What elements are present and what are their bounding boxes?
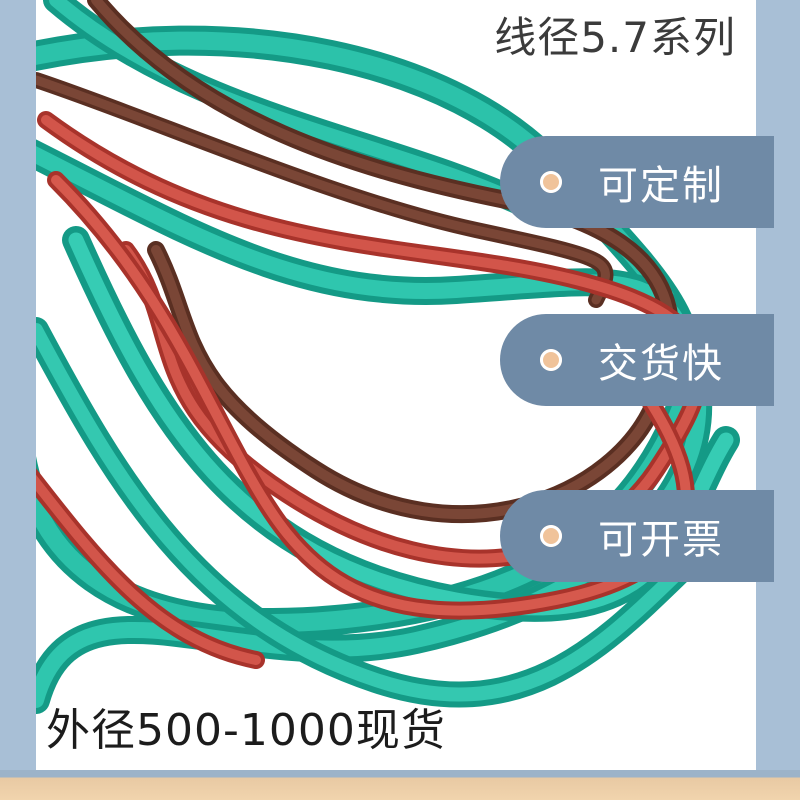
feature-badge-customizable: 可定制 — [500, 136, 774, 228]
left-border — [0, 0, 36, 800]
page-title: 线径5.7系列 — [494, 13, 736, 62]
feature-badge-fast-delivery: 交货快 — [500, 314, 774, 406]
feature-badge-invoice: 可开票 — [500, 490, 774, 582]
dot-icon — [540, 171, 562, 193]
dot-icon — [540, 525, 562, 547]
bottom-strip — [0, 770, 800, 800]
feature-badge-label: 可定制 — [598, 163, 724, 209]
footer-caption: 外径500-1000现货 — [46, 705, 446, 756]
dot-icon — [540, 349, 562, 371]
feature-badge-label: 可开票 — [598, 517, 724, 563]
feature-badge-label: 交货快 — [598, 341, 724, 387]
